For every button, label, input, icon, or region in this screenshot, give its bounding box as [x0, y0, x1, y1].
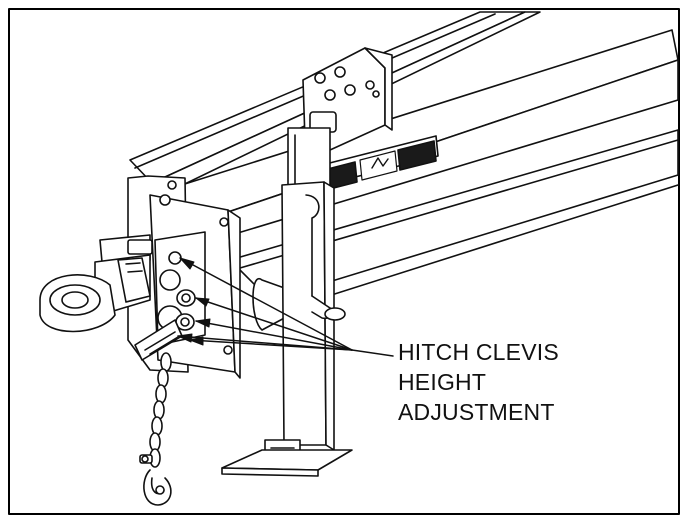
callout-leader-lines [177, 257, 394, 357]
callout-arrowheads [177, 257, 211, 346]
hitch-clevis [39, 234, 153, 333]
callout-line-2: HEIGHT [398, 369, 487, 395]
callout-line-3: ADJUSTMENT [398, 399, 555, 425]
hitch-clevis-height-callout: HITCH CLEVIS HEIGHT ADJUSTMENT [398, 337, 559, 427]
jack-stand [221, 127, 353, 477]
callout-line-1: HITCH CLEVIS [398, 339, 559, 365]
figure-border [8, 8, 680, 515]
safety-chain [134, 319, 183, 506]
